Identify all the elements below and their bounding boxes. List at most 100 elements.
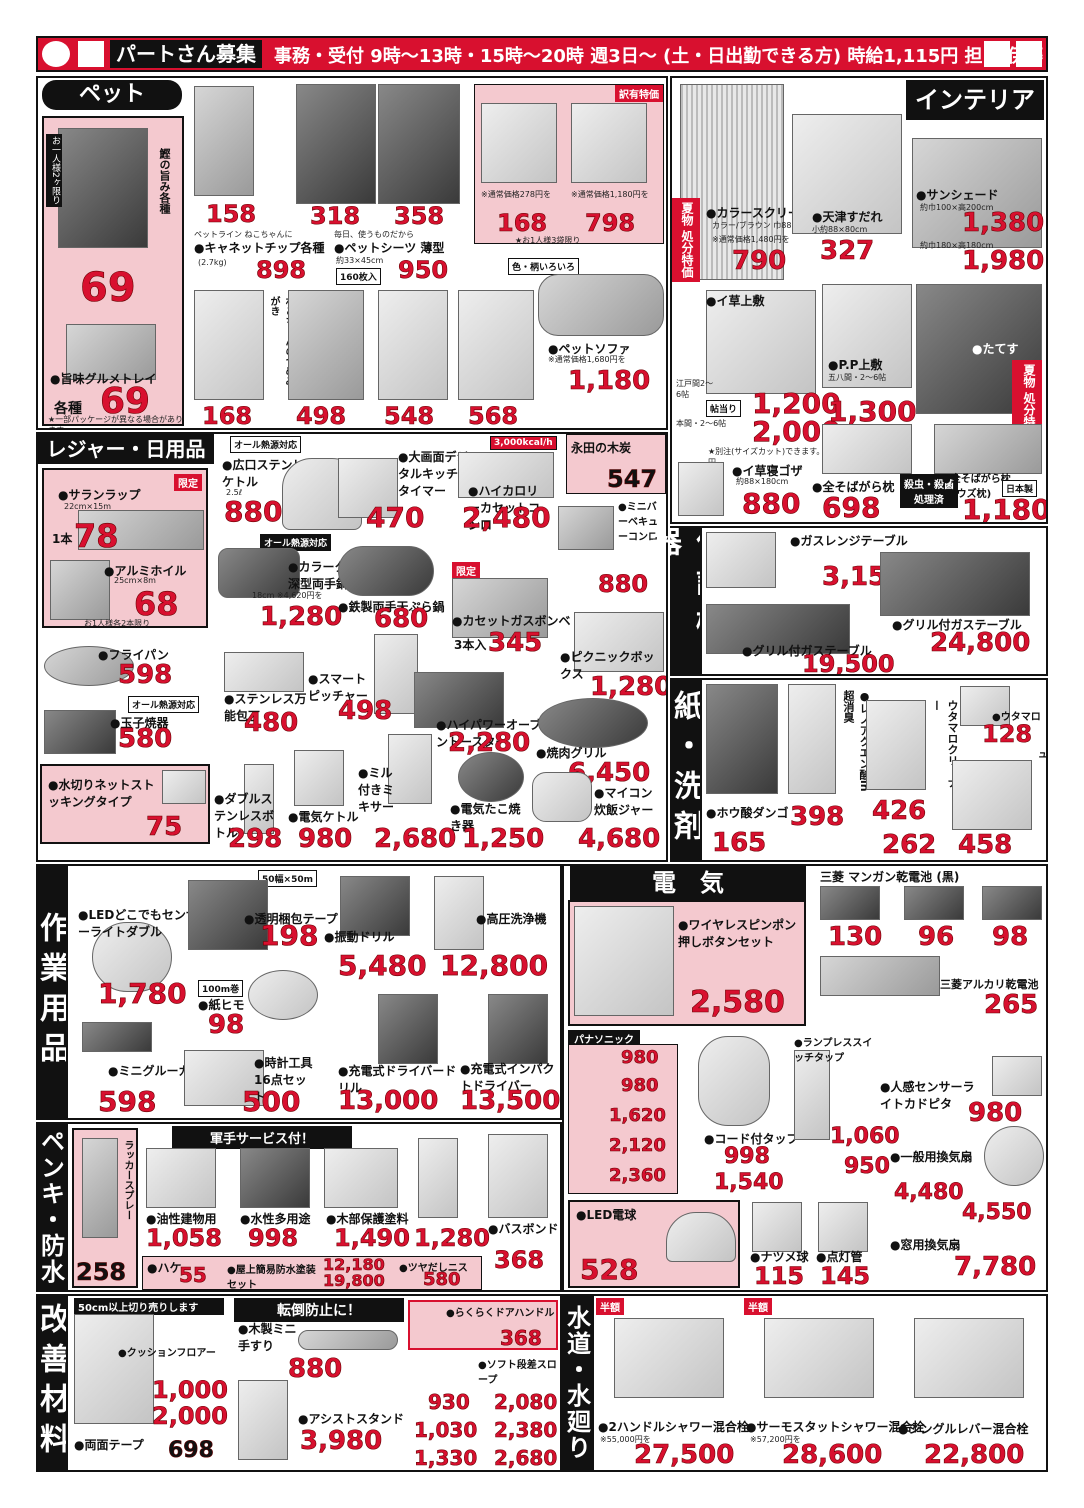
umami-tray-name: ●旨味グルメトレイ [50,372,157,386]
floor-image [74,1314,154,1424]
sudare-sub: 小約88×80cm [812,225,868,234]
mixer-price: 2,680 [374,824,457,854]
batt1-price: 130 [828,922,883,952]
floor-price-2: 2,000 [152,1402,229,1430]
fan-price-1: 4,480 [894,1180,964,1205]
sofa-image [538,274,664,336]
tap-price-2: 950 [844,1154,891,1179]
door-price: 368 [500,1326,542,1350]
improve-section: 50cm以上切り売りします ●クッションフロアー 1,000 2,000 ●両面… [66,1294,562,1472]
pp-image [822,284,912,388]
sudare-name: ●天津すだれ [812,210,883,224]
himo-tag: 100m巻 [198,980,244,997]
ekettle-name: ●電気ケトル [288,810,359,824]
water-half-tag-1: 半額 [596,1298,624,1315]
pillow1-price: 698 [822,491,881,524]
water-price: 998 [248,1224,299,1252]
screen-name: ●カラースクリーン [706,206,812,220]
pillow-treat-tag: 殺虫・殺菌 処理済 [900,474,958,508]
pana-list: 980 980 1,620 2,120 2,360 [568,1044,678,1194]
wrap-tag: 限定 [174,474,202,491]
recruit-title: パートさん募集 [110,40,262,68]
net-panel: ●水切りネットストッキングタイプ 75 [40,764,210,844]
pillow1-name: ●全そばがら枕 [812,480,895,494]
rail-name: ●木製ミニ手すり [238,1322,297,1353]
header-bar: パートさん募集 事務・受付 9時〜13時・15時〜20時 週3日〜 (土・日出勤… [36,36,1048,72]
wrap-price: 78 [74,517,119,555]
kettle-sub: 2.5ℓ [226,488,243,497]
sensor-price: 980 [968,1098,1023,1128]
table-image [706,604,850,654]
flag-icon [1016,41,1042,67]
tape-image [188,880,268,950]
slope-price-6: 2,680 [494,1446,558,1470]
slope-price-5: 1,330 [414,1446,478,1470]
interior-title: インテリア [906,80,1044,120]
wrap-unit: 1本 [52,532,73,546]
shop-icon [78,41,104,67]
roof-name: ●屋上簡易防水塗装セット [227,1265,316,1291]
kurokan-image [296,84,376,204]
shade-name: ●サンシェード [916,188,999,202]
screen-sub: カラー/ブラウン 巾88×135cm [712,221,826,230]
electric-section: 電 気 ●ワイヤレスピンポン押しボタンセット 2,580 三菱 マンガン乾電池 … [562,864,1048,1292]
net-name: ●水切りネットストッキングタイプ [48,778,155,809]
faucet3-name: ●シングルレバー混合栓 [898,1422,1029,1436]
sheet-sub: 約33×45cm [336,256,384,265]
canet-name: ●キャネットチップ各種 [194,241,325,255]
kimagure-price: 358 [394,202,445,230]
shade-size-2: 約巾180×高180cm [920,241,994,250]
umami-tray-each: 各種 [54,401,82,417]
summer-tag-1: 夏物 処分特価 [672,198,700,283]
takoyaki-image [458,752,524,802]
tsuya-price: 580 [423,1269,461,1290]
batt3-price: 98 [992,922,1029,952]
mixer-image [388,734,432,804]
fan-price-2: 4,550 [962,1200,1032,1225]
drill-name: ●振動ドリル [324,930,395,944]
goza-name: ●イ草寝ゴザ [732,464,803,478]
slide-name: ●ガスレンジテーブル [790,534,908,548]
pana-price-2: 980 [621,1075,659,1096]
bio-image [378,290,448,400]
knife-name: ●ステンレス万能包丁 [224,692,307,723]
paper-label: 紙・洗剤 [668,678,703,862]
igusa-unit: 帖当り [706,400,742,417]
cord-price-1: 998 [724,1144,771,1169]
lacquer-price: 258 [76,1258,127,1286]
water-image [240,1148,310,1208]
rice-name: ●マイコン炊飯ジャー [594,786,654,817]
pana-price-1: 980 [621,1047,659,1068]
batt3-image [982,886,1042,920]
grill-price: 880 [598,570,649,598]
sudare-price: 327 [820,236,875,266]
doggyman-tag: 訳有特価 [615,85,663,102]
katsuo-name: 鰹の旨み各種 [158,148,171,214]
impact-name: ●充電式インパクトドライバー [460,1062,555,1093]
work-section: ●LEDどこでもセンサーライトダブル 1,780 50幅×50m ●透明梱包テー… [66,864,562,1120]
batt-title: 三菱 マンガン乾電池 (黒) [820,870,960,884]
natsume-image [752,1202,802,1252]
bomb-unit: 3本入 [454,638,487,652]
tape-price: 198 [260,919,319,952]
timer-name: ●大画面デジタルキッチンタイマー [398,450,471,498]
shade-image [912,138,1042,248]
table-name: ●グリル付ガステーブル [742,644,872,658]
pillow2-name: ●全そばがら枕 (ボウズ枕) [942,474,1011,500]
pot-image [218,548,300,598]
takoyaki-name: ●電気たこ焼き器 [450,802,521,833]
pana-price-4: 2,120 [609,1135,667,1156]
fpan-image [44,646,134,686]
stand-image [238,1380,288,1460]
wrap-name: ●サランラップ [58,488,141,502]
pp-sub: 五八間・2〜6帖 [828,373,887,382]
timer-image [338,458,398,518]
alk-price: 265 [984,990,1039,1020]
shade-price-2: 1,980 [962,246,1045,276]
faucet3-image [914,1318,1024,1398]
fry-price: 680 [374,604,429,634]
pitcher-name: ●スマートピッチャー [308,672,368,703]
canet-brand: ペットライン ねこちゃんに [194,230,293,239]
igusa-name: ●イ草上敷 [706,294,765,308]
pet-left-panel: お一人様2ヶ限り 鰹の旨み各種 69 ●旨味グルメトレイ 各種 69 [42,116,184,426]
